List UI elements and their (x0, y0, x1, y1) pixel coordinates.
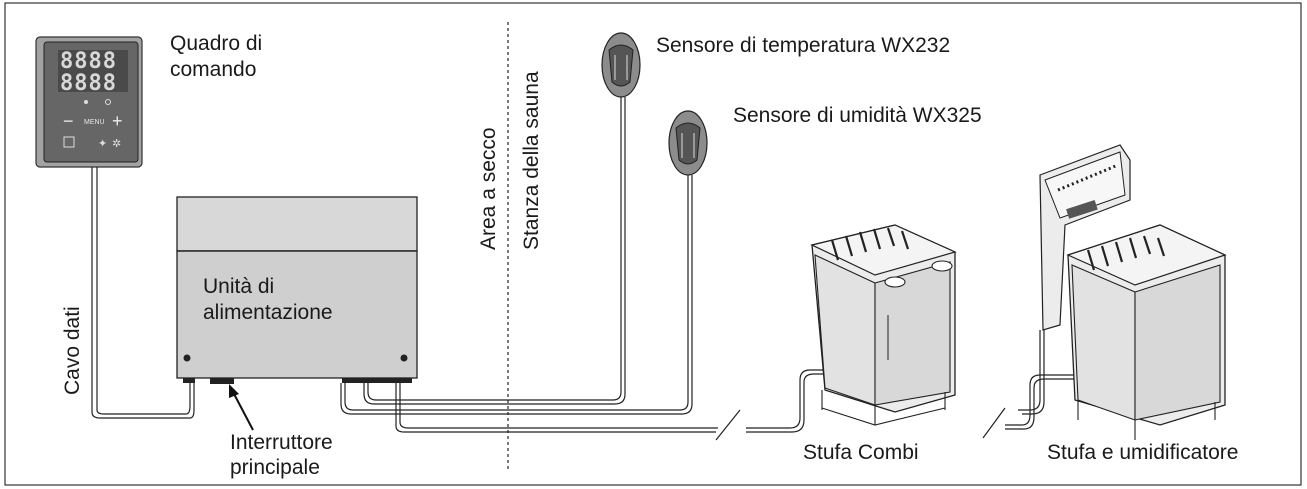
control-panel: 8888 8888 − MENU + ✦ ✲ (35, 36, 143, 168)
panel-light-icon: ✦ (98, 138, 107, 150)
temperature-sensor-label: Sensore di temperatura WX232 (656, 34, 950, 57)
main-switch-arrow (229, 384, 254, 431)
humidity-sensor-cable (344, 175, 689, 411)
panel-menu-button: MENU (84, 119, 105, 126)
main-switch-label: Interruttore principale (230, 431, 339, 479)
combi-heater (810, 224, 957, 426)
panel-timer-indicator (105, 99, 111, 105)
control-panel-label: Quadro di comando (170, 32, 268, 81)
temperature-sensor (601, 32, 641, 98)
control-panel-label-line2: comando (170, 58, 256, 81)
panel-display-row1: 8888 (60, 49, 117, 74)
panel-sauna-icon (63, 136, 75, 148)
combi-heater-label: Stufa Combi (803, 441, 919, 464)
data-cable-label: Cavo dati (61, 306, 84, 395)
heater-with-humidifier (1066, 224, 1227, 440)
temperature-sensor-cable (367, 97, 622, 401)
heater-with-humidifier-label: Stufa e umidificatore (1047, 441, 1238, 464)
power-unit (176, 196, 418, 384)
humidity-sensor (668, 110, 708, 176)
cable-break-mark (715, 409, 741, 441)
power-unit-label: Unità di alimentazione (203, 275, 333, 324)
panel-fan-icon: ✲ (112, 138, 121, 150)
control-panel-label-line1: Quadro di (170, 32, 262, 55)
panel-display-row2: 8888 (60, 71, 117, 96)
power-unit-label-line2: alimentazione (203, 301, 333, 324)
main-switch-label-line1: Interruttore (230, 431, 333, 454)
main-switch-label-line2: principale (230, 456, 320, 479)
data-cable (91, 167, 195, 419)
power-unit-label-line1: Unità di (203, 275, 274, 298)
dry-area-label: Area a secco (477, 127, 500, 250)
humidity-sensor-label: Sensore di umidità WX325 (733, 104, 982, 127)
humidifier-unit (1039, 144, 1131, 331)
panel-temp-indicator (84, 100, 88, 104)
panel-minus-button: − (63, 111, 74, 131)
panel-plus-button: + (112, 111, 123, 131)
sauna-room-label: Stanza della sauna (520, 71, 543, 250)
heater-supply-cable (399, 383, 718, 429)
cable-break-mark-2 (982, 407, 1006, 439)
